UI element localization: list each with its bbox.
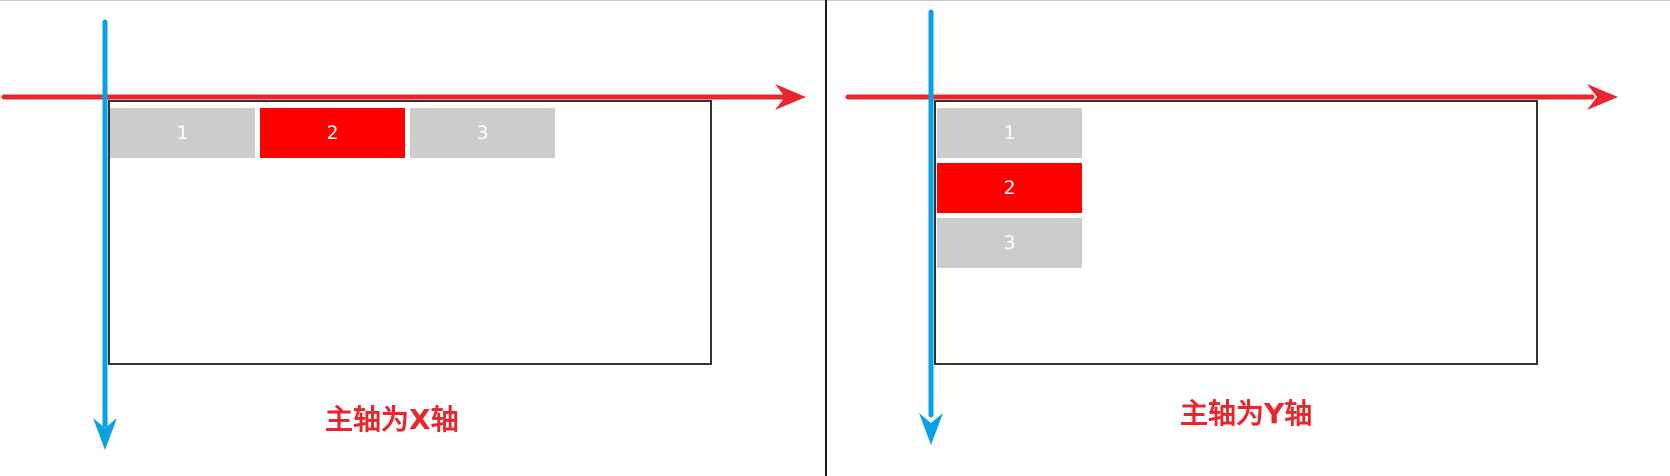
flex-item-label: 3 — [1003, 232, 1016, 254]
left-panel: 1 2 3 主轴为X轴 — [0, 0, 825, 476]
vertical-axis-arrowhead — [919, 413, 943, 445]
right-panel: 1 2 3 主轴为Y轴 — [827, 0, 1670, 476]
main-axis-arrowhead — [775, 84, 806, 110]
flex-item-1: 1 — [937, 108, 1082, 158]
flex-item-label: 1 — [176, 122, 189, 144]
flex-item-label: 1 — [1003, 122, 1016, 144]
flex-item-3: 3 — [937, 218, 1082, 268]
flex-item-3: 3 — [410, 108, 555, 158]
cross-axis-arrowhead — [93, 418, 117, 450]
main-axis-caption: 主轴为Y轴 — [1180, 397, 1313, 430]
axes-overlay — [845, 9, 1618, 445]
axes-overlay — [1, 19, 806, 450]
flex-item-2: 2 — [937, 163, 1082, 213]
flex-item-2: 2 — [260, 108, 405, 158]
flex-item-label: 2 — [1003, 177, 1016, 199]
horizontal-axis-arrowhead — [1587, 84, 1618, 110]
flex-item-label: 3 — [476, 122, 489, 144]
flex-item-label: 2 — [326, 122, 339, 144]
panel-divider — [825, 0, 827, 476]
main-axis-caption: 主轴为X轴 — [325, 403, 459, 436]
top-border — [0, 0, 1670, 1]
flex-item-1: 1 — [110, 108, 255, 158]
